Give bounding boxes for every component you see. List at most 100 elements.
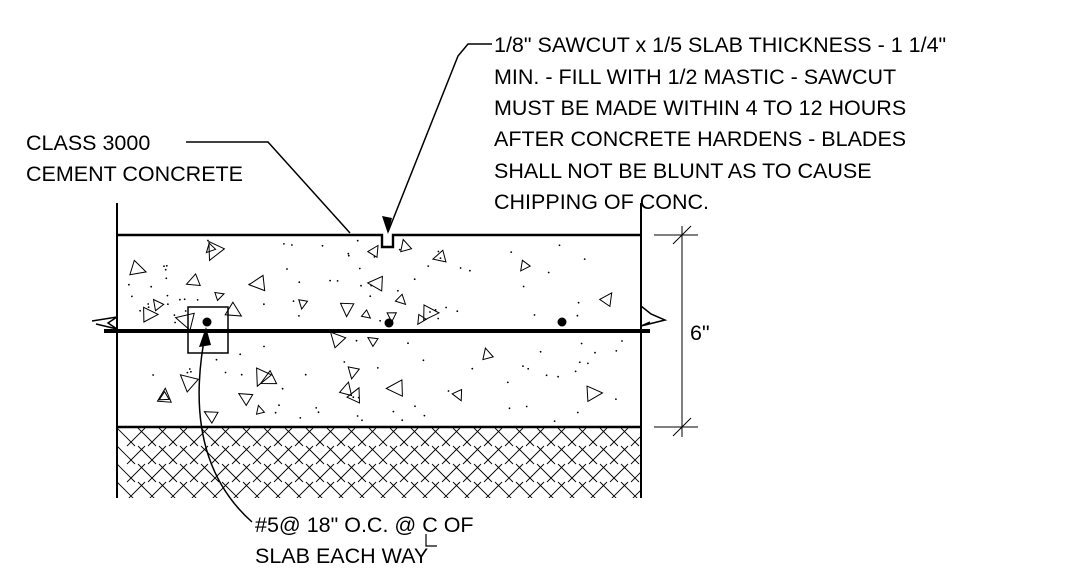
hatch-line — [242, 445, 262, 465]
hatch-line — [273, 445, 293, 465]
aggregate-triangle — [185, 272, 201, 287]
dimension-tick-top — [672, 225, 692, 245]
hatch-line — [347, 445, 367, 465]
aggregate-triangle — [431, 249, 447, 263]
hatch-line — [504, 445, 524, 465]
hatch-line — [189, 428, 209, 447]
sawcut-leader — [387, 43, 492, 233]
hatch-line — [231, 445, 251, 465]
aggregate-dot — [356, 415, 359, 417]
aggregate-dot — [398, 248, 401, 251]
aggregate-dot — [437, 250, 440, 253]
aggregate-dot — [576, 411, 579, 414]
hatch-line — [609, 445, 629, 465]
hatch-line — [147, 428, 167, 447]
aggregate-dot — [361, 419, 363, 422]
hatch-line — [609, 428, 629, 447]
hatch-line — [210, 445, 230, 465]
aggregate-dot — [369, 295, 372, 298]
hatch-line — [443, 481, 461, 498]
hatch-line — [515, 428, 535, 447]
hatch-line — [378, 428, 398, 447]
aggregate-dot — [621, 340, 623, 342]
hatch-line — [630, 471, 641, 483]
hatch-line — [462, 463, 482, 483]
hatch-line — [179, 481, 197, 498]
sawcut-note-line-3: MUST BE MADE WITHIN 4 TO 12 HOURS — [494, 96, 906, 120]
hatch-line — [441, 463, 461, 483]
hatch-line — [158, 463, 178, 483]
hatch-line — [567, 463, 587, 483]
hatch-line — [389, 463, 409, 483]
aggregate-dot — [165, 277, 168, 280]
hatch-line — [588, 445, 608, 465]
aggregate-dot — [278, 404, 280, 407]
aggregate-triangle — [598, 291, 613, 308]
left-break-symbol — [91, 316, 118, 330]
hatch-line — [284, 428, 304, 447]
hatch-line — [117, 463, 136, 483]
hatch-line — [652, 464, 670, 482]
hatch-line — [536, 445, 556, 465]
hatch-line — [464, 481, 482, 498]
hatch-line — [317, 481, 335, 498]
hatch-line — [652, 428, 670, 446]
hatch-line — [410, 445, 430, 465]
aggregate-dot — [445, 306, 447, 309]
hatch-line — [137, 428, 157, 447]
hatch-line — [525, 428, 545, 447]
aggregate-dot — [429, 311, 431, 313]
hatch-line — [294, 463, 314, 483]
hatch-line — [525, 463, 545, 483]
hatch-line — [231, 428, 251, 447]
hatch-line — [347, 463, 367, 483]
thickness-dimension: 6" — [654, 225, 710, 437]
hatch-line — [380, 481, 398, 498]
hatch-line — [284, 463, 304, 483]
rebar-callout-box — [187, 306, 229, 354]
hatch-line — [599, 445, 619, 465]
hatch-line — [441, 445, 461, 465]
hatch-line — [536, 428, 556, 447]
hatch-line — [378, 445, 398, 465]
aggregate-dot — [615, 398, 617, 400]
hatch-line — [588, 428, 608, 447]
hatch-line — [642, 446, 660, 464]
aggregate-triangle — [329, 331, 347, 349]
hatch-line — [399, 463, 419, 483]
aggregate-triangle — [417, 313, 428, 326]
hatch-line — [546, 428, 566, 447]
aggregate-dot — [423, 414, 426, 417]
hatch-line — [137, 463, 157, 483]
hatch-line — [483, 463, 503, 483]
hatch-line — [557, 463, 577, 483]
aggregate-dot — [239, 353, 242, 356]
aggregate-dot — [224, 371, 227, 374]
hatch-line — [336, 445, 356, 465]
aggregate-dot — [147, 303, 150, 305]
hatch-line — [191, 481, 209, 498]
rebar-dot-1 — [202, 317, 212, 327]
aggregate-dot — [248, 283, 251, 286]
aggregate-dot — [577, 301, 580, 304]
aggregate-dot — [174, 321, 177, 324]
aggregate-dot — [471, 367, 474, 370]
aggregate-triangle — [298, 299, 309, 311]
slab-top-with-sawcut — [117, 233, 641, 249]
aggregate-dot — [407, 342, 409, 345]
hatch-line — [620, 481, 638, 498]
aggregate-triangle — [360, 308, 372, 319]
hatch-line — [557, 445, 577, 465]
hatch-line — [347, 481, 365, 498]
hatch-line — [620, 463, 640, 483]
hatch-line — [525, 445, 545, 465]
aggregate-dot — [527, 367, 530, 370]
aggregate-dot — [447, 390, 450, 392]
hatch-line — [231, 463, 251, 483]
hatch-line — [357, 445, 377, 465]
aggregate-dot — [274, 411, 277, 414]
aggregate-triangle — [385, 379, 403, 398]
hatch-line — [275, 481, 293, 498]
hatch-line — [315, 445, 335, 465]
